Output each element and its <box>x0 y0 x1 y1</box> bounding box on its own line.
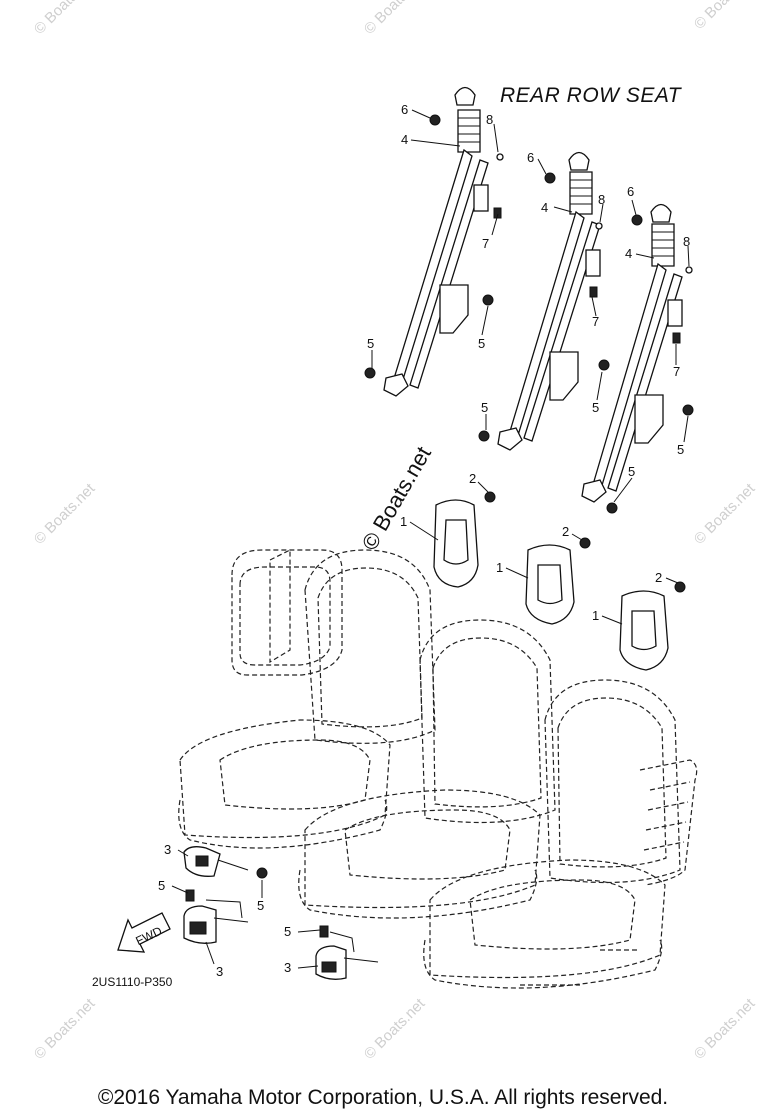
callout-4: 4 <box>625 246 632 261</box>
callout-7: 7 <box>482 236 489 251</box>
callout-2: 2 <box>655 570 662 585</box>
watermark: © Boats.net <box>31 0 99 38</box>
callout-8: 8 <box>683 234 690 249</box>
seat-belt-left <box>383 86 489 397</box>
watermark: © Boats.net <box>691 0 759 33</box>
callout-3: 3 <box>216 964 223 979</box>
seat-assembly <box>178 549 698 989</box>
callout-5: 5 <box>257 898 264 913</box>
callouts: 6 4 8 7 5 5 6 4 8 7 5 5 6 4 8 7 5 5 1 2 … <box>158 102 690 979</box>
seat-belt-right <box>581 203 683 503</box>
watermark: © Boats.net <box>361 995 429 1063</box>
callout-7: 7 <box>592 314 599 329</box>
watermark: © Boats.net <box>31 995 99 1063</box>
watermark-center: © Boats.net <box>357 442 436 554</box>
watermark: © Boats.net <box>361 0 429 38</box>
callout-1: 1 <box>496 560 503 575</box>
callout-6: 6 <box>401 102 408 117</box>
callout-4: 4 <box>401 132 408 147</box>
seat-belt-middle <box>497 151 601 451</box>
callout-5: 5 <box>592 400 599 415</box>
callout-6: 6 <box>527 150 534 165</box>
callout-5: 5 <box>628 464 635 479</box>
callout-5: 5 <box>284 924 291 939</box>
callout-2: 2 <box>469 471 476 486</box>
callout-7: 7 <box>673 364 680 379</box>
callout-6: 6 <box>627 184 634 199</box>
callout-3: 3 <box>284 960 291 975</box>
headrests <box>433 499 669 671</box>
callout-3: 3 <box>164 842 171 857</box>
callout-5: 5 <box>158 878 165 893</box>
callout-5: 5 <box>677 442 684 457</box>
hardware <box>185 114 694 938</box>
watermark: © Boats.net <box>31 480 99 548</box>
watermark: © Boats.net <box>691 995 759 1063</box>
callout-5: 5 <box>367 336 374 351</box>
leader-lines <box>171 109 690 969</box>
copyright-notice: ©2016 Yamaha Motor Corporation, U.S.A. A… <box>97 1086 669 1109</box>
forward-arrow: FWD <box>117 912 171 953</box>
callout-2: 2 <box>562 524 569 539</box>
callout-5: 5 <box>478 336 485 351</box>
callout-4: 4 <box>541 200 548 215</box>
callout-8: 8 <box>486 112 493 127</box>
watermarks: © Boats.net © Boats.net © Boats.net © Bo… <box>31 0 759 1063</box>
watermark: © Boats.net <box>691 480 759 548</box>
callout-8: 8 <box>598 192 605 207</box>
diagram-title: REAR ROW SEAT <box>500 84 683 107</box>
callout-1: 1 <box>592 608 599 623</box>
callout-5: 5 <box>481 400 488 415</box>
diagram-code: 2US1110-P350 <box>92 975 173 989</box>
callout-1: 1 <box>400 514 407 529</box>
seat-belt-buckles <box>183 846 379 980</box>
